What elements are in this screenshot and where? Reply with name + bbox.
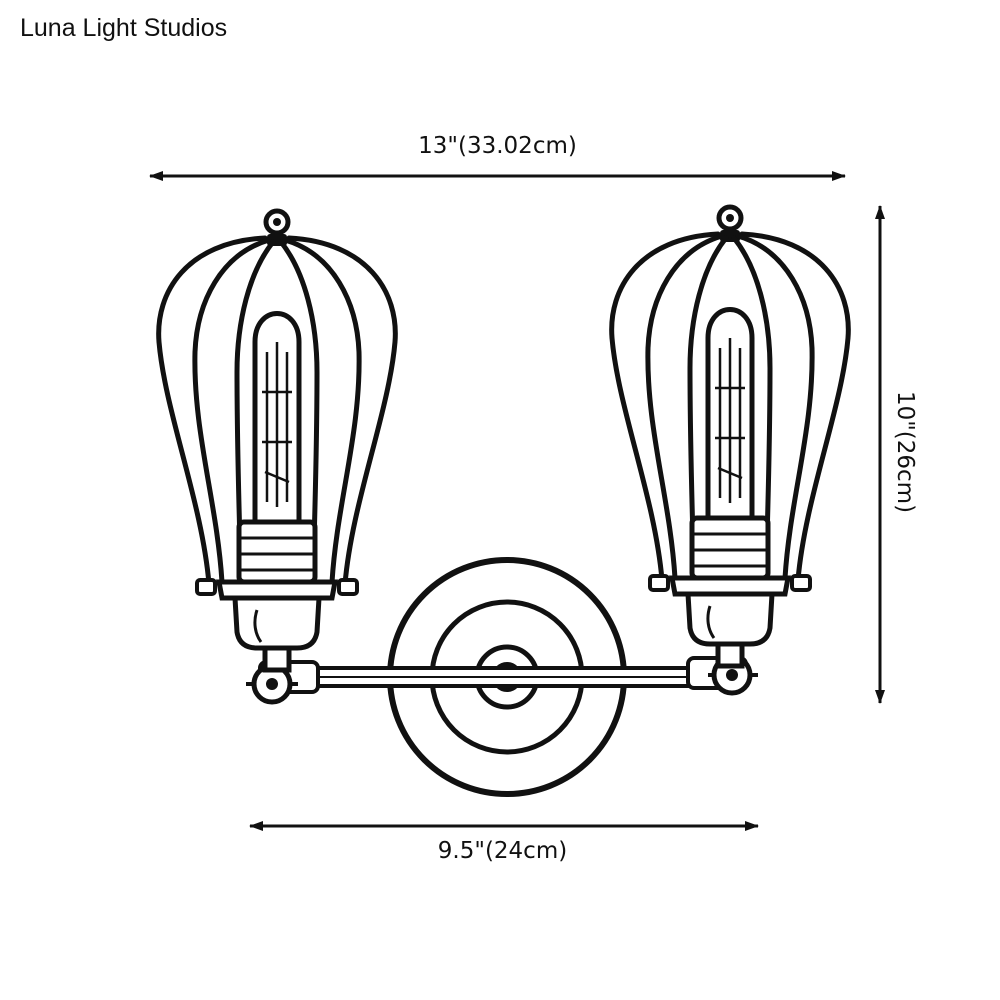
width-dimension-label: 13"(33.02cm) <box>418 133 577 159</box>
right-cage-lamp <box>612 207 849 666</box>
brand-name: Luna Light Studios <box>20 14 228 42</box>
arm-bar <box>298 666 702 688</box>
backplate-dimension-label: 9.5"(24cm) <box>437 838 568 864</box>
left-cage-lamp <box>159 211 396 670</box>
